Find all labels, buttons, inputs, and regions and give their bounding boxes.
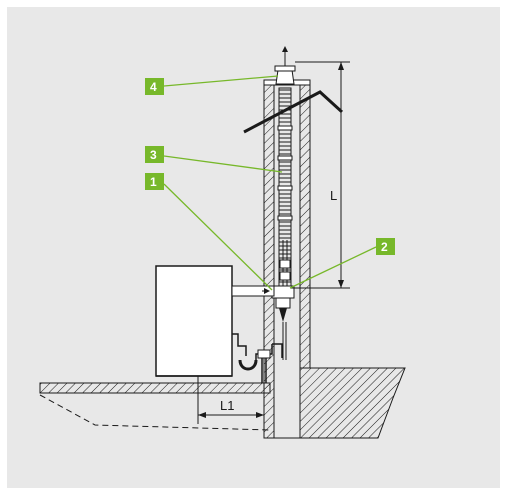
callout-leaders: [163, 75, 377, 291]
flue-terminal: [274, 46, 296, 85]
connecting-flue-pipe: [231, 285, 275, 297]
flexible-flue-liner: [277, 87, 293, 289]
dimension-l-label: L: [330, 188, 337, 203]
dimension-l: L: [290, 61, 350, 289]
condensate-siphon: [232, 333, 283, 383]
floor-slab: [39, 382, 271, 431]
callout-3-label: 3: [150, 148, 157, 162]
callout-1-label: 1: [150, 175, 157, 189]
callout-2: 2: [376, 238, 395, 255]
roof: [243, 90, 344, 134]
dimension-l1: L1: [197, 376, 265, 424]
callout-3: 3: [145, 146, 164, 163]
diagram-panel: [7, 7, 500, 488]
leader-4: [163, 75, 279, 87]
leader-3: [163, 155, 283, 173]
boiler-unit: [155, 265, 233, 377]
callout-2-label: 2: [381, 240, 388, 254]
base-elbow: [271, 285, 295, 360]
leader-1: [163, 183, 273, 291]
callout-4: 4: [145, 78, 164, 95]
ground-mass: [299, 367, 406, 439]
dimension-l1-label: L1: [220, 398, 234, 413]
callout-1: 1: [145, 173, 164, 190]
callout-4-label: 4: [150, 80, 157, 94]
leader-2: [289, 246, 377, 289]
